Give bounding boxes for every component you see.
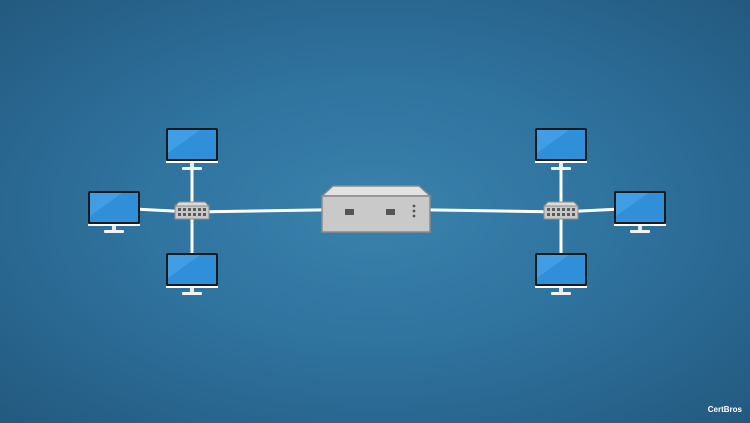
devices-layer: [88, 128, 666, 295]
switch-top: [173, 201, 211, 207]
monitor-base: [182, 292, 202, 295]
switch-port: [552, 213, 555, 216]
switch-port: [547, 213, 550, 216]
switch-port: [557, 208, 560, 211]
screen-glare: [168, 255, 200, 278]
switch-port: [193, 208, 196, 211]
monitor-base: [104, 230, 124, 233]
switch-port: [572, 208, 575, 211]
monitor-base: [551, 167, 571, 170]
monitor-chin: [166, 161, 218, 163]
screen-glare: [168, 130, 200, 153]
monitor-base: [182, 167, 202, 170]
monitor-base: [551, 292, 571, 295]
computer-pc-right-side: [614, 191, 666, 233]
router-led: [412, 209, 416, 213]
switch-port: [188, 213, 191, 216]
router-port: [345, 209, 354, 215]
switch-port: [183, 213, 186, 216]
switch-body: [543, 205, 579, 220]
switch-port: [567, 208, 570, 211]
router-router: [320, 185, 432, 233]
router-led: [412, 204, 416, 208]
switch-port: [562, 213, 565, 216]
monitor-chin: [535, 161, 587, 163]
switch-port: [562, 208, 565, 211]
switch-port: [552, 208, 555, 211]
computer-pc-left-bottom: [166, 253, 218, 295]
switch-body: [174, 205, 210, 220]
computer-pc-right-bottom: [535, 253, 587, 295]
computer-pc-left-side: [88, 191, 140, 233]
monitor-chin: [88, 224, 140, 226]
switch-port: [198, 208, 201, 211]
monitor-neck: [190, 288, 194, 293]
screen-glare: [90, 193, 122, 216]
monitor-neck: [559, 288, 563, 293]
switch-switch-right: [542, 201, 580, 220]
switch-port: [183, 208, 186, 211]
screen-glare: [537, 130, 569, 153]
switch-port: [203, 213, 206, 216]
router-led: [412, 214, 416, 218]
switch-port: [557, 213, 560, 216]
monitor-neck: [559, 163, 563, 168]
switch-top: [542, 201, 580, 207]
computer-pc-left-top: [166, 128, 218, 170]
monitor-neck: [190, 163, 194, 168]
monitor-chin: [614, 224, 666, 226]
switch-port: [193, 213, 196, 216]
monitor-neck: [638, 226, 642, 231]
router-top: [320, 185, 432, 197]
switch-port: [547, 208, 550, 211]
computer-pc-right-top: [535, 128, 587, 170]
monitor-base: [630, 230, 650, 233]
monitor-chin: [166, 286, 218, 288]
watermark-logo: CertBros: [707, 405, 742, 414]
switch-port: [203, 208, 206, 211]
router-port: [386, 209, 395, 215]
monitor-neck: [112, 226, 116, 231]
screen-glare: [537, 255, 569, 278]
monitor-chin: [535, 286, 587, 288]
switch-port: [572, 213, 575, 216]
switch-port: [178, 213, 181, 216]
switch-port: [567, 213, 570, 216]
switch-switch-left: [173, 201, 211, 220]
router-body: [321, 195, 431, 233]
switch-port: [178, 208, 181, 211]
switch-port: [188, 208, 191, 211]
screen-glare: [616, 193, 648, 216]
switch-port: [198, 213, 201, 216]
